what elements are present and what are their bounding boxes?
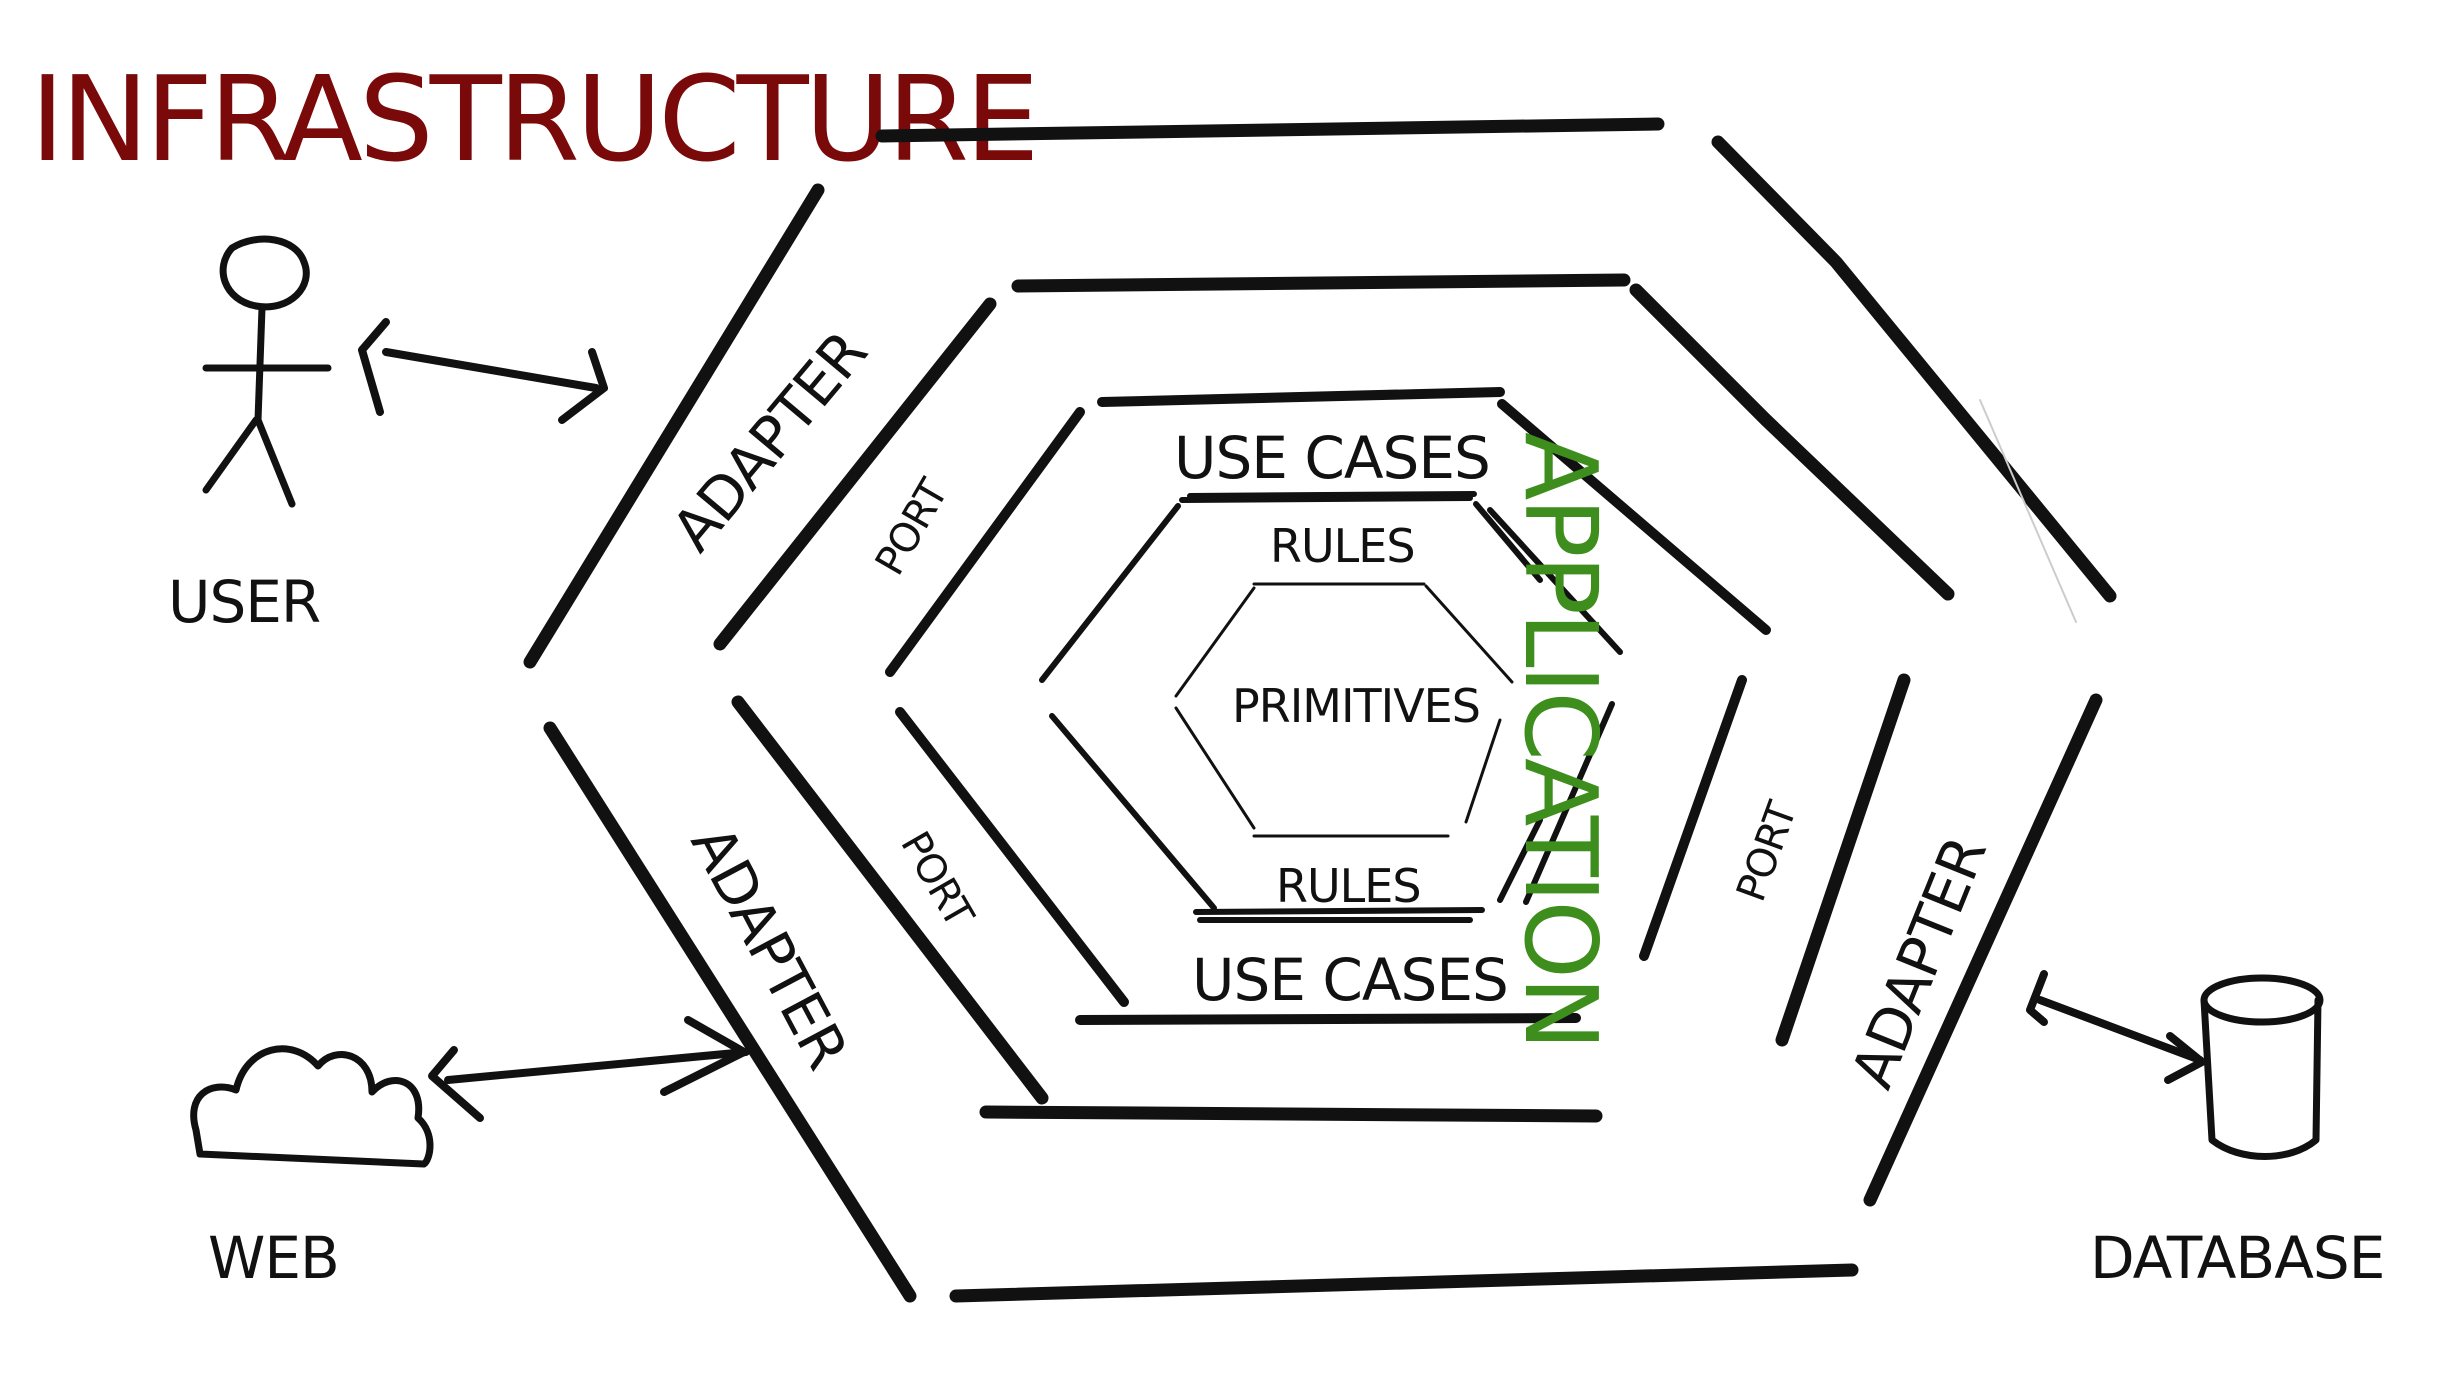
application-hexagon — [1039, 491, 1623, 923]
adapter-label-bottom-left: ADAPTER — [678, 815, 862, 1079]
diagram-title: INFRASTRUCTURE — [30, 50, 1036, 188]
database-cylinder-icon — [2200, 974, 2324, 1160]
outer-hexagon-faint-edge — [1979, 399, 2077, 623]
outer-hexagon — [523, 117, 2117, 1303]
use-cases-label-bottom: USE CASES — [1192, 946, 1508, 1014]
web-label: WEB — [208, 1224, 339, 1292]
adapter-label-top-left: ADAPTER — [659, 319, 880, 564]
application-label: APPLICATION — [1502, 432, 1619, 1048]
stick-figure-icon — [202, 235, 332, 508]
rules-label-top: RULES — [1270, 519, 1415, 573]
adapter-hexagon — [713, 273, 1955, 1123]
database-label: DATABASE — [2090, 1224, 2384, 1292]
user-label: USER — [168, 568, 320, 636]
rules-label-bottom: RULES — [1276, 859, 1421, 913]
use-cases-label-top: USE CASES — [1174, 424, 1490, 492]
double-arrow-icon — [428, 1016, 750, 1122]
primitives-label: PRIMITIVES — [1232, 679, 1480, 733]
port-label-right: PORT — [1728, 795, 1806, 907]
double-arrow-icon — [2026, 970, 2206, 1084]
primitives-hexagon — [1174, 582, 1514, 838]
cloud-icon — [190, 1045, 434, 1168]
port-label-top-left: PORT — [867, 471, 958, 583]
port-hexagon — [885, 387, 1771, 1025]
rules-hexagon — [1179, 495, 1543, 915]
double-arrow-icon — [358, 318, 608, 424]
